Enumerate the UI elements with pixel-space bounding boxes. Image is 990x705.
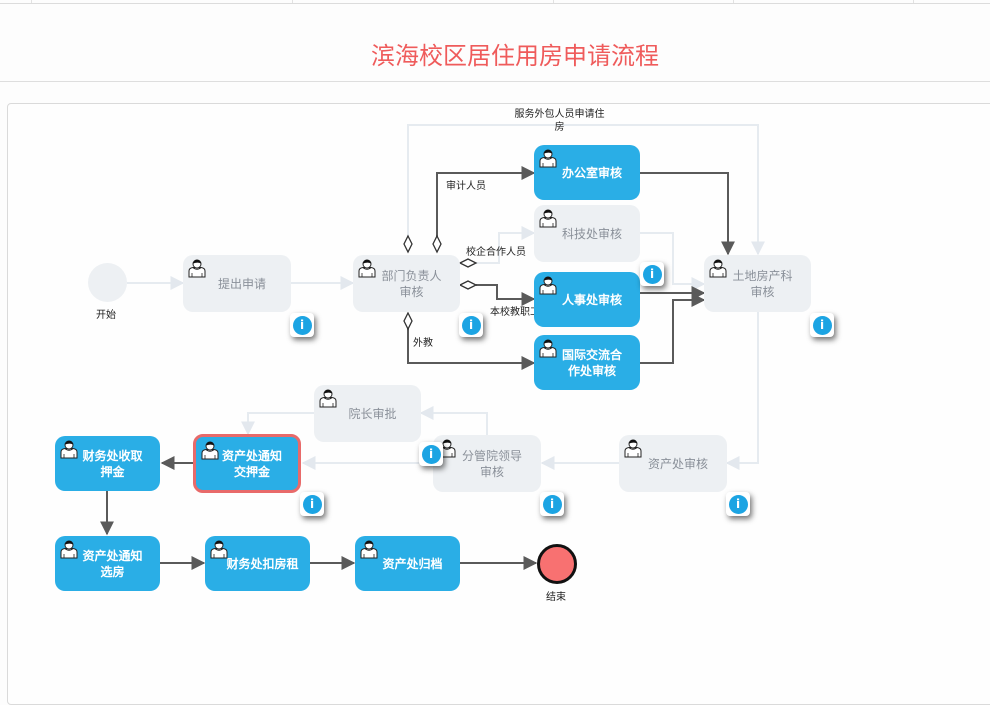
task-office[interactable]: 办公室审核 xyxy=(534,145,640,200)
edge-label-staff: 本校教职工 xyxy=(490,307,540,318)
info-icon: i xyxy=(461,315,481,335)
task-archive[interactable]: 资产处归档 xyxy=(355,536,460,591)
edge-label-auditor: 审计人员 xyxy=(446,181,486,192)
task-label: 办公室审核 xyxy=(561,165,622,180)
top-toolbar-strip xyxy=(0,0,990,4)
info-icon: i xyxy=(812,315,832,335)
gateway-diamond-enterprise xyxy=(458,258,478,268)
user-icon xyxy=(359,539,379,559)
edge-label-enterprise: 校企合作人员 xyxy=(466,247,526,258)
task-label: 院长审批 xyxy=(348,406,397,421)
gateway-diamond-foreign xyxy=(403,311,413,331)
edge-scitech-land xyxy=(640,232,706,291)
info-icon: i xyxy=(421,444,441,464)
end-event[interactable] xyxy=(537,544,577,584)
task-finance-deposit[interactable]: 财务处收取押金 xyxy=(55,436,160,491)
edge-land-asset xyxy=(725,311,759,470)
info-icon: i xyxy=(728,494,748,514)
info-button-notify-deposit[interactable]: i xyxy=(300,492,324,516)
user-icon xyxy=(708,258,728,278)
user-icon xyxy=(209,539,229,559)
info-icon: i xyxy=(542,494,562,514)
edge-intl-land xyxy=(640,293,706,364)
task-notify-select[interactable]: 资产处通知选房 xyxy=(55,536,160,591)
user-icon xyxy=(59,539,79,559)
edge-vp-dean xyxy=(419,406,488,435)
user-icon xyxy=(357,258,377,278)
user-icon xyxy=(200,440,220,460)
start-event[interactable] xyxy=(88,263,127,302)
user-icon xyxy=(59,439,79,459)
info-icon: i xyxy=(292,315,312,335)
edge-dept-scitech xyxy=(476,226,536,264)
task-label: 科技处审核 xyxy=(561,226,622,241)
user-icon xyxy=(538,275,558,295)
edge-label-outsourced: 服务外包人员申请住房 xyxy=(514,109,605,133)
user-icon xyxy=(318,388,338,408)
task-vp-leader[interactable]: 分管院领导审核 xyxy=(433,435,541,492)
info-button-land[interactable]: i xyxy=(810,313,834,337)
start-event-label: 开始 xyxy=(96,310,116,321)
task-finance-rent[interactable]: 财务处扣房租 xyxy=(205,536,310,591)
task-label: 分管院领导审核 xyxy=(461,448,522,479)
flow-edges xyxy=(100,124,765,570)
edge-dept-office xyxy=(436,166,536,243)
info-button-submit[interactable]: i xyxy=(290,313,314,337)
info-button-vp-leader-2[interactable]: i xyxy=(540,492,564,516)
info-button-sci-tech[interactable]: i xyxy=(640,262,664,286)
task-label: 资产处归档 xyxy=(382,556,443,571)
task-dept-head[interactable]: 部门负责人审核 xyxy=(353,255,460,312)
user-icon xyxy=(538,338,558,358)
gateway-diamond-staff xyxy=(458,280,478,290)
edge-dept-hr xyxy=(476,284,536,306)
user-icon xyxy=(623,438,643,458)
user-icon xyxy=(538,208,558,228)
task-notify-deposit[interactable]: 资产处通知交押金 xyxy=(193,434,301,493)
task-dean[interactable]: 院长审批 xyxy=(314,385,421,442)
task-intl[interactable]: 国际交流合作处审核 xyxy=(534,335,640,390)
task-asset-review[interactable]: 资产处审核 xyxy=(619,435,727,492)
info-button-dept-head[interactable]: i xyxy=(459,313,483,337)
task-label: 资产处审核 xyxy=(647,456,708,471)
info-icon: i xyxy=(302,494,322,514)
edge-label-foreign: 外教 xyxy=(413,338,433,349)
user-icon xyxy=(538,148,558,168)
gateway-diamond-auditor xyxy=(432,234,442,254)
flow-canvas-panel xyxy=(7,103,990,705)
task-sci-tech[interactable]: 科技处审核 xyxy=(534,205,640,262)
task-label: 人事处审核 xyxy=(561,292,622,307)
edge-office-land xyxy=(640,172,735,256)
info-icon: i xyxy=(642,264,662,284)
info-button-asset-review[interactable]: i xyxy=(726,492,750,516)
edge-dept-intl xyxy=(407,325,536,370)
gateway-diamond-outsourced xyxy=(403,234,413,254)
task-label: 财务处扣房租 xyxy=(226,556,299,571)
task-hr[interactable]: 人事处审核 xyxy=(534,272,640,327)
task-submit[interactable]: 提出申请 xyxy=(183,255,291,312)
task-label: 部门负责人审核 xyxy=(381,268,442,299)
edge-dept-outsourced xyxy=(407,124,765,256)
task-land[interactable]: 土地房产科审核 xyxy=(704,255,811,312)
task-label: 土地房产科审核 xyxy=(732,268,793,299)
end-event-label: 结束 xyxy=(546,592,566,603)
user-icon xyxy=(437,438,457,458)
task-label: 财务处收取押金 xyxy=(82,448,143,479)
edge-dean-notify xyxy=(241,412,314,436)
task-label: 提出申请 xyxy=(217,276,266,291)
page-title: 滨海校区居住用房申请流程 xyxy=(371,42,659,70)
task-label: 资产处通知选房 xyxy=(82,548,143,579)
task-label: 国际交流合作处审核 xyxy=(561,347,622,378)
task-label: 资产处通知交押金 xyxy=(221,448,282,479)
user-icon xyxy=(187,258,207,278)
title-divider xyxy=(0,81,990,82)
info-button-vp-leader[interactable]: i xyxy=(419,442,443,466)
